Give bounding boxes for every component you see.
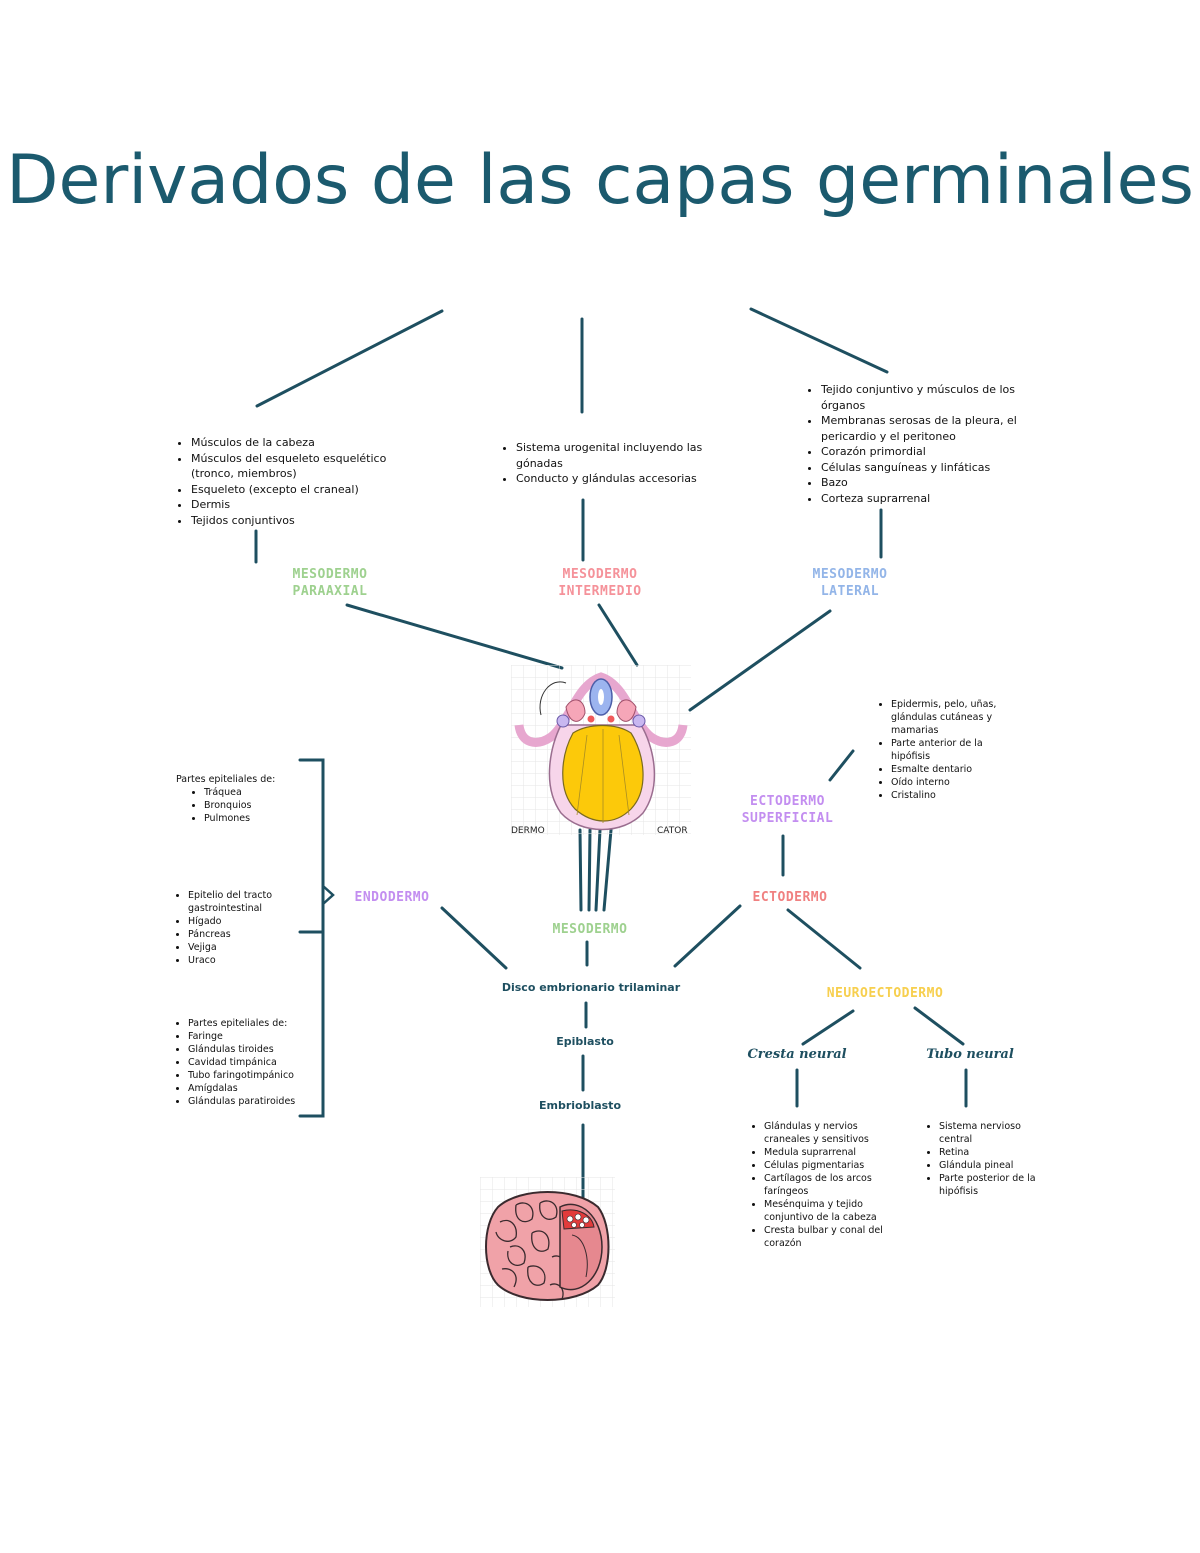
morula-illustration xyxy=(480,1177,615,1307)
node-tubo-neural: Tubo neural xyxy=(926,1047,1014,1062)
list-intermedio: Sistema urogenital incluyendo las gónada… xyxy=(498,440,716,487)
line-cross-meso-2 xyxy=(587,828,592,912)
list-item: Partes epiteliales de: xyxy=(188,1017,318,1030)
list-item: Sistema urogenital incluyendo las gónada… xyxy=(516,440,716,471)
list-item: Glándulas paratiroides xyxy=(188,1095,318,1108)
list-item: Glándula pineal xyxy=(939,1159,1049,1172)
line-paraaxial-cross xyxy=(345,603,564,670)
list-item: Membranas serosas de la pleura, el peric… xyxy=(821,413,1036,444)
label-neuroectodermo: NEUROECTODERMO xyxy=(826,986,944,1001)
cross-section-left-text: DERMO xyxy=(511,826,545,835)
line-title-paraaxial xyxy=(255,309,444,408)
list-item: Vejiga xyxy=(188,941,308,954)
list-item: Cavidad timpánica xyxy=(188,1056,318,1069)
line-neuro-cresta xyxy=(801,1009,855,1046)
label-ectodermo-superficial: ECTODERMO SUPERFICIAL xyxy=(741,794,834,826)
list-tubo-neural: Sistema nervioso central Retina Glándula… xyxy=(921,1120,1049,1198)
list-paraaxial: Músculos de la cabeza Músculos del esque… xyxy=(173,435,401,528)
list-item: Tubo faringotimpánico xyxy=(188,1069,318,1082)
embryo-cross-section-illustration: DERMO CATOR xyxy=(511,665,691,835)
list-item: Parte posterior de la hipófisis xyxy=(939,1172,1049,1198)
list-item: Hígado xyxy=(188,915,308,928)
list-item: Corazón primordial xyxy=(821,444,1036,460)
list-item: Esmalte dentario xyxy=(891,763,1011,776)
list-item: Sistema nervioso central xyxy=(939,1120,1049,1146)
list-item: Células pigmentarias xyxy=(764,1159,889,1172)
line-ectodermo-disco xyxy=(673,904,742,968)
page-title: Derivados de las capas germinales xyxy=(6,141,1194,220)
line-lateral-cross xyxy=(688,609,832,712)
list-item: Tejidos conjuntivos xyxy=(191,513,401,529)
list-endodermo-1: Partes epiteliales de: Tráquea Bronquios… xyxy=(176,773,296,825)
list-item: Glándulas y nervios craneales y sensitiv… xyxy=(764,1120,889,1146)
node-cresta-neural: Cresta neural xyxy=(747,1047,847,1062)
line-title-lateral xyxy=(749,307,889,374)
line-cross-meso-4 xyxy=(602,828,613,912)
label-mesodermo-intermedio: MESODERMO INTERMEDIO xyxy=(558,567,642,599)
list-heading: Partes epiteliales de: xyxy=(176,774,276,785)
list-item: Epitelio del tracto gastrointestinal xyxy=(188,889,308,915)
list-item: Cresta bulbar y conal del corazón xyxy=(764,1224,889,1250)
list-lateral: Tejido conjuntivo y músculos de los órga… xyxy=(803,382,1036,506)
list-item: Músculos de la cabeza xyxy=(191,435,401,451)
list-item: Cartílagos de los arcos faríngeos xyxy=(764,1172,889,1198)
line-cross-meso-1 xyxy=(578,828,583,912)
list-item: Tráquea xyxy=(204,786,296,799)
list-item: Esqueleto (excepto el craneal) xyxy=(191,482,401,498)
list-item: Mesénquima y tejido conjuntivo de la cab… xyxy=(764,1198,889,1224)
list-item: Tejido conjuntivo y músculos de los órga… xyxy=(821,382,1036,413)
label-endodermo: ENDODERMO xyxy=(354,890,430,905)
list-endodermo-3: Partes epiteliales de: Faringe Glándulas… xyxy=(170,1017,318,1108)
cross-section-right-text: CATOR xyxy=(657,826,688,835)
list-item: Pulmones xyxy=(204,812,296,825)
list-cresta-neural: Glándulas y nervios craneales y sensitiv… xyxy=(746,1120,889,1250)
list-item: Dermis xyxy=(191,497,401,513)
list-item: Páncreas xyxy=(188,928,308,941)
list-item: Uraco xyxy=(188,954,308,967)
node-epiblasto: Epiblasto xyxy=(556,1035,614,1048)
line-neuro-tubo xyxy=(913,1006,965,1046)
list-item: Conducto y glándulas accesorias xyxy=(516,471,716,487)
label-mesodermo-lateral: MESODERMO LATERAL xyxy=(812,567,888,599)
list-item: Bronquios xyxy=(204,799,296,812)
list-item: Bazo xyxy=(821,475,1036,491)
line-intermedio-cross xyxy=(597,603,639,667)
node-embrioblasto: Embrioblasto xyxy=(538,1099,622,1112)
list-item: Glándulas tiroides xyxy=(188,1043,318,1056)
line-endodermo-disco xyxy=(440,906,508,970)
list-item: Medula suprarrenal xyxy=(764,1146,889,1159)
list-item: Oído interno xyxy=(891,776,1011,789)
endodermo-bracket xyxy=(298,758,325,1118)
label-ectodermo: ECTODERMO xyxy=(752,890,828,905)
line-ectosup-list xyxy=(828,749,855,782)
line-ecto-neuro xyxy=(786,908,862,970)
label-mesodermo-paraaxial: MESODERMO PARAAXIAL xyxy=(292,567,368,599)
list-item: Faringe xyxy=(188,1030,318,1043)
list-ectodermo-superficial: Epidermis, pelo, uñas, glándulas cutánea… xyxy=(873,698,1011,802)
list-item: Amígdalas xyxy=(188,1082,318,1095)
label-mesodermo: MESODERMO xyxy=(552,922,628,937)
list-item: Cristalino xyxy=(891,789,1011,802)
line-cross-meso-3 xyxy=(594,828,602,912)
list-item: Músculos del esqueleto esquelético (tron… xyxy=(191,451,401,482)
node-disco-embrionario: Disco embrionario trilaminar xyxy=(501,981,681,994)
list-endodermo-2: Epitelio del tracto gastrointestinal Híg… xyxy=(170,889,308,967)
list-item: Parte anterior de la hipófisis xyxy=(891,737,1011,763)
list-item: Células sanguíneas y linfáticas xyxy=(821,460,1036,476)
list-item: Retina xyxy=(939,1146,1049,1159)
list-item: Corteza suprarrenal xyxy=(821,491,1036,507)
list-item: Epidermis, pelo, uñas, glándulas cutánea… xyxy=(891,698,1011,737)
bracket-pointer xyxy=(321,884,335,906)
